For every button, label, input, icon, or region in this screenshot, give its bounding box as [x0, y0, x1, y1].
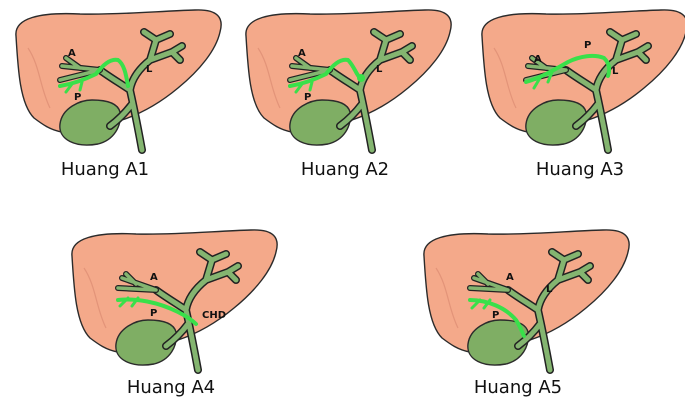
caption-huang-a2: Huang A2 [301, 159, 389, 180]
label-chd: CHD [202, 310, 226, 321]
label-a: A [506, 272, 514, 283]
caption-huang-a1: Huang A1 [61, 159, 149, 180]
panel-huang-a5: A L P [423, 229, 630, 370]
panel-huang-a1: A L P [15, 9, 222, 150]
panel-huang-a4: A P CHD [71, 229, 278, 370]
label-p: P [492, 310, 499, 321]
panel-huang-a2: A L P [245, 9, 452, 150]
highlighted-posterior-duct [524, 53, 612, 84]
label-a: A [68, 48, 76, 59]
label-l: L [376, 64, 383, 75]
label-l: L [612, 66, 619, 77]
label-a: A [534, 54, 542, 65]
panel-huang-a3: A P L [481, 9, 685, 150]
highlighted-posterior-duct [58, 57, 130, 88]
bile-duct-tree [287, 32, 412, 150]
bile-duct-tree [467, 252, 590, 370]
label-p: P [584, 40, 591, 51]
highlighted-posterior-duct [468, 298, 526, 338]
caption-huang-a5: Huang A5 [474, 377, 562, 398]
label-a: A [150, 272, 158, 283]
bile-duct-tree [57, 32, 182, 150]
caption-huang-a3: Huang A3 [536, 159, 624, 180]
caption-huang-a4: Huang A4 [127, 377, 215, 398]
label-p: P [304, 92, 311, 103]
highlighted-posterior-duct [288, 57, 362, 88]
bile-duct-tree [115, 252, 238, 370]
label-p: P [74, 92, 81, 103]
confluence-marker [357, 74, 365, 82]
label-p: P [150, 308, 157, 319]
label-l: L [546, 284, 553, 295]
label-l: L [146, 64, 153, 75]
highlighted-posterior-duct [116, 297, 198, 326]
label-a: A [298, 48, 306, 59]
